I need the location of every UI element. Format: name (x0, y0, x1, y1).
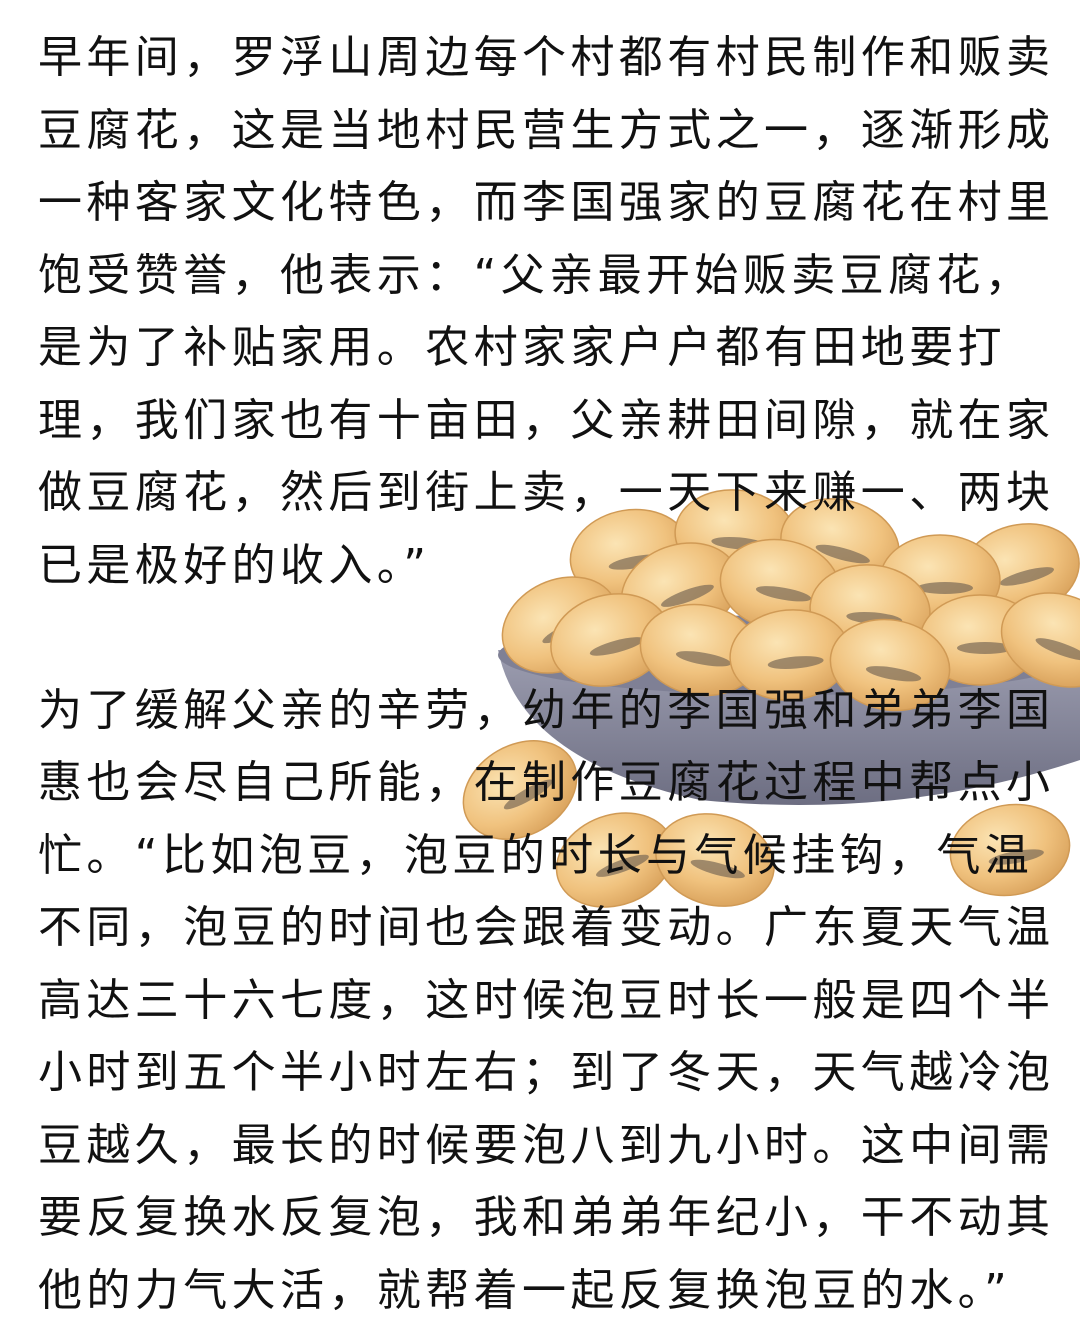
text-line: 不同，泡豆的时间也会跟着变动。广东夏天气温 (38, 892, 1058, 965)
text-line: 豆越久，最长的时候要泡八到九小时。这中间需 (38, 1110, 1058, 1183)
text-line: 饱受赞誉，他表示：“父亲最开始贩卖豆腐花， (38, 240, 1058, 313)
text-line: 豆腐花，这是当地村民营生方式之一，逐渐形成 (38, 95, 1058, 168)
article-body: 早年间，罗浮山周边每个村都有村民制作和贩卖 豆腐花，这是当地村民营生方式之一，逐… (38, 22, 1058, 1327)
text-line: 忙。“比如泡豆，泡豆的时长与气候挂钩，气温 (38, 820, 1058, 893)
text-line: 是为了补贴家用。农村家家户户都有田地要打 (38, 312, 1058, 385)
text-line: 已是极好的收入。” (38, 530, 1058, 603)
text-line: 惠也会尽自己所能，在制作豆腐花过程中帮点小 (38, 747, 1058, 820)
text-line: 要反复换水反复泡，我和弟弟年纪小，干不动其 (38, 1182, 1058, 1255)
text-line: 一种客家文化特色，而李国强家的豆腐花在村里 (38, 167, 1058, 240)
paragraph-1: 早年间，罗浮山周边每个村都有村民制作和贩卖 豆腐花，这是当地村民营生方式之一，逐… (38, 22, 1058, 602)
text-line: 理，我们家也有十亩田，父亲耕田间隙，就在家 (38, 385, 1058, 458)
text-line: 他的力气大活，就帮着一起反复换泡豆的水。” (38, 1255, 1058, 1327)
text-line: 做豆腐花，然后到街上卖，一天下来赚一、两块 (38, 457, 1058, 530)
paragraph-2: 为了缓解父亲的辛劳，幼年的李国强和弟弟李国 惠也会尽自己所能，在制作豆腐花过程中… (38, 675, 1058, 1327)
text-line: 早年间，罗浮山周边每个村都有村民制作和贩卖 (38, 22, 1058, 95)
text-line: 小时到五个半小时左右；到了冬天，天气越冷泡 (38, 1037, 1058, 1110)
text-line: 高达三十六七度，这时候泡豆时长一般是四个半 (38, 965, 1058, 1038)
text-line: 为了缓解父亲的辛劳，幼年的李国强和弟弟李国 (38, 675, 1058, 748)
